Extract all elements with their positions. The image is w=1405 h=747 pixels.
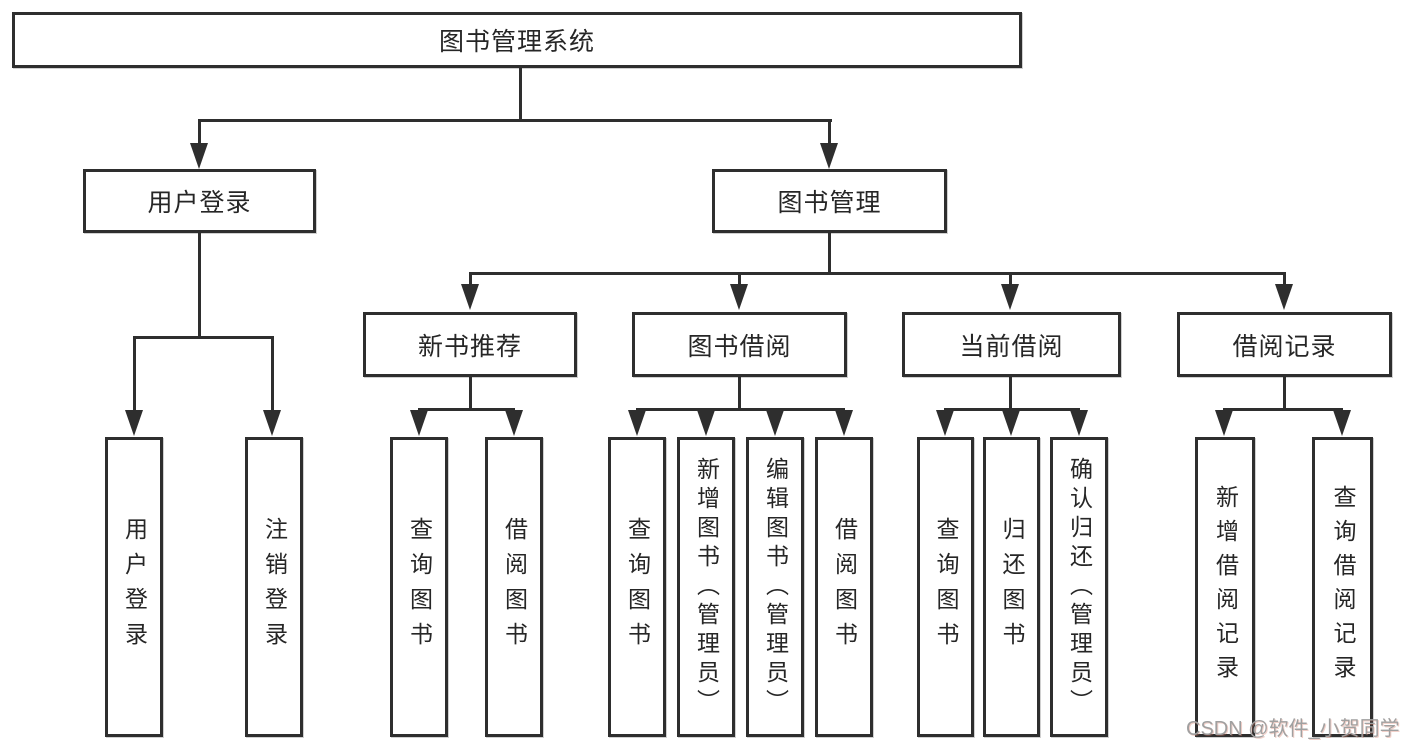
leaf-borrow-book-label: 借阅图书 (831, 517, 858, 657)
node-root-label: 图书管理系统 (438, 28, 595, 56)
node-user-login: 用户登录 (83, 169, 316, 233)
connector-current-borrow-stem (1009, 377, 1012, 411)
connector-book-borrow-branch (636, 408, 845, 411)
csdn-watermark: CSDN @软件_小贺同学 (1186, 718, 1400, 740)
connector-level1-branch (198, 119, 832, 122)
leaf-query-book-current: 查询图书 (917, 437, 974, 737)
arrow-down-icon (628, 410, 646, 436)
arrow-down-icon (1275, 284, 1293, 310)
connector-borrow-record-branch (1223, 408, 1343, 411)
leaf-borrow-book-recommend: 借阅图书 (485, 437, 543, 737)
leaf-add-book-admin-label: 新增图书（管理员） (693, 456, 720, 718)
leaf-query-book-borrow: 查询图书 (608, 437, 666, 737)
connector-root-stem (519, 67, 522, 120)
connector-drop-book-management (828, 119, 831, 145)
node-book-borrow-label: 图书借阅 (687, 332, 792, 361)
leaf-user-login: 用户登录 (105, 437, 163, 737)
arrow-down-icon (410, 410, 428, 436)
leaf-edit-book-admin-label: 编辑图书（管理员） (762, 456, 789, 718)
leaf-return-book-label: 归还图书 (999, 517, 1025, 657)
connector-user-login-branch (133, 336, 274, 339)
arrow-down-icon (1215, 410, 1233, 436)
connector-level2-branch (469, 272, 1286, 275)
arrow-down-icon (1070, 410, 1088, 436)
leaf-add-borrow-record: 新增借阅记录 (1195, 437, 1255, 737)
arrow-down-icon (697, 410, 715, 436)
connector-book-borrow-stem (738, 377, 741, 411)
node-root: 图书管理系统 (12, 12, 1022, 68)
connector-drop-leaf-user-login (133, 336, 136, 412)
leaf-query-book-recommend: 查询图书 (390, 437, 448, 737)
arrow-down-icon (263, 410, 281, 436)
arrow-down-icon (835, 410, 853, 436)
connector-new-book-stem (469, 377, 472, 411)
leaf-logout: 注销登录 (245, 437, 303, 737)
leaf-borrow-book-recommend-label: 借阅图书 (501, 517, 528, 657)
node-user-login-label: 用户登录 (147, 189, 252, 217)
connector-drop-book-borrow (738, 272, 741, 286)
leaf-return-book: 归还图书 (983, 437, 1040, 737)
leaf-query-borrow-record-label: 查询借阅记录 (1330, 485, 1356, 689)
node-new-book-recommend-label: 新书推荐 (417, 332, 522, 361)
connector-drop-user-login (198, 119, 201, 145)
leaf-logout-label: 注销登录 (261, 517, 288, 657)
arrow-down-icon (505, 410, 523, 436)
node-current-borrow: 当前借阅 (902, 312, 1121, 377)
leaf-confirm-return-admin-label: 确认归还（管理员） (1066, 456, 1093, 718)
leaf-confirm-return-admin: 确认归还（管理员） (1050, 437, 1108, 737)
leaf-query-book-current-label: 查询图书 (933, 517, 959, 657)
connector-drop-borrow-record (1283, 272, 1286, 286)
arrow-down-icon (820, 143, 838, 169)
node-borrow-record-label: 借阅记录 (1232, 332, 1337, 361)
node-new-book-recommend: 新书推荐 (363, 312, 577, 377)
connector-borrow-record-stem (1283, 377, 1286, 411)
leaf-add-book-admin: 新增图书（管理员） (677, 437, 735, 737)
arrow-down-icon (766, 410, 784, 436)
arrow-down-icon (730, 284, 748, 310)
connector-new-book-branch (418, 408, 515, 411)
node-borrow-record: 借阅记录 (1177, 312, 1392, 377)
connector-drop-leaf-logout (271, 336, 274, 412)
leaf-query-book-recommend-label: 查询图书 (406, 517, 433, 657)
arrow-down-icon (1002, 410, 1020, 436)
node-book-management: 图书管理 (712, 169, 947, 233)
leaf-edit-book-admin: 编辑图书（管理员） (746, 437, 804, 737)
arrow-down-icon (1001, 284, 1019, 310)
leaf-query-borrow-record: 查询借阅记录 (1312, 437, 1373, 737)
connector-drop-current-borrow (1009, 272, 1012, 286)
connector-drop-new-book (469, 272, 472, 286)
leaf-user-login-label: 用户登录 (121, 517, 148, 657)
arrow-down-icon (125, 410, 143, 436)
connector-user-login-stem (198, 233, 201, 339)
arrow-down-icon (461, 284, 479, 310)
arrow-down-icon (936, 410, 954, 436)
leaf-borrow-book: 借阅图书 (815, 437, 873, 737)
node-book-borrow: 图书借阅 (632, 312, 847, 377)
arrow-down-icon (190, 143, 208, 169)
node-current-borrow-label: 当前借阅 (959, 332, 1064, 361)
connector-current-borrow-branch (944, 408, 1080, 411)
connector-book-management-stem (828, 233, 831, 275)
leaf-add-borrow-record-label: 新增借阅记录 (1212, 485, 1239, 689)
leaf-query-book-borrow-label: 查询图书 (624, 517, 651, 657)
node-book-management-label: 图书管理 (777, 189, 882, 217)
arrow-down-icon (1333, 410, 1351, 436)
